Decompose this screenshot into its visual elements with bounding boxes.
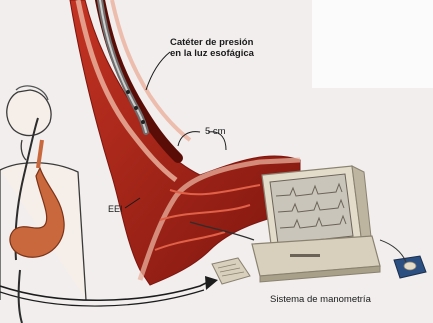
sphincter-label: EEI [108,204,123,214]
arrow-to-system [0,270,218,323]
distance-label: 5 cm [205,127,226,138]
system-label: Sistema de manometría [270,295,371,306]
catheter-label-line2: en la luz esofágica [170,49,254,60]
blank-panel [312,0,433,88]
catheter-label: Catéter de presión en la luz esofágica [170,38,254,60]
mouse-icon [380,240,426,278]
computer-monitor-icon [252,166,380,282]
